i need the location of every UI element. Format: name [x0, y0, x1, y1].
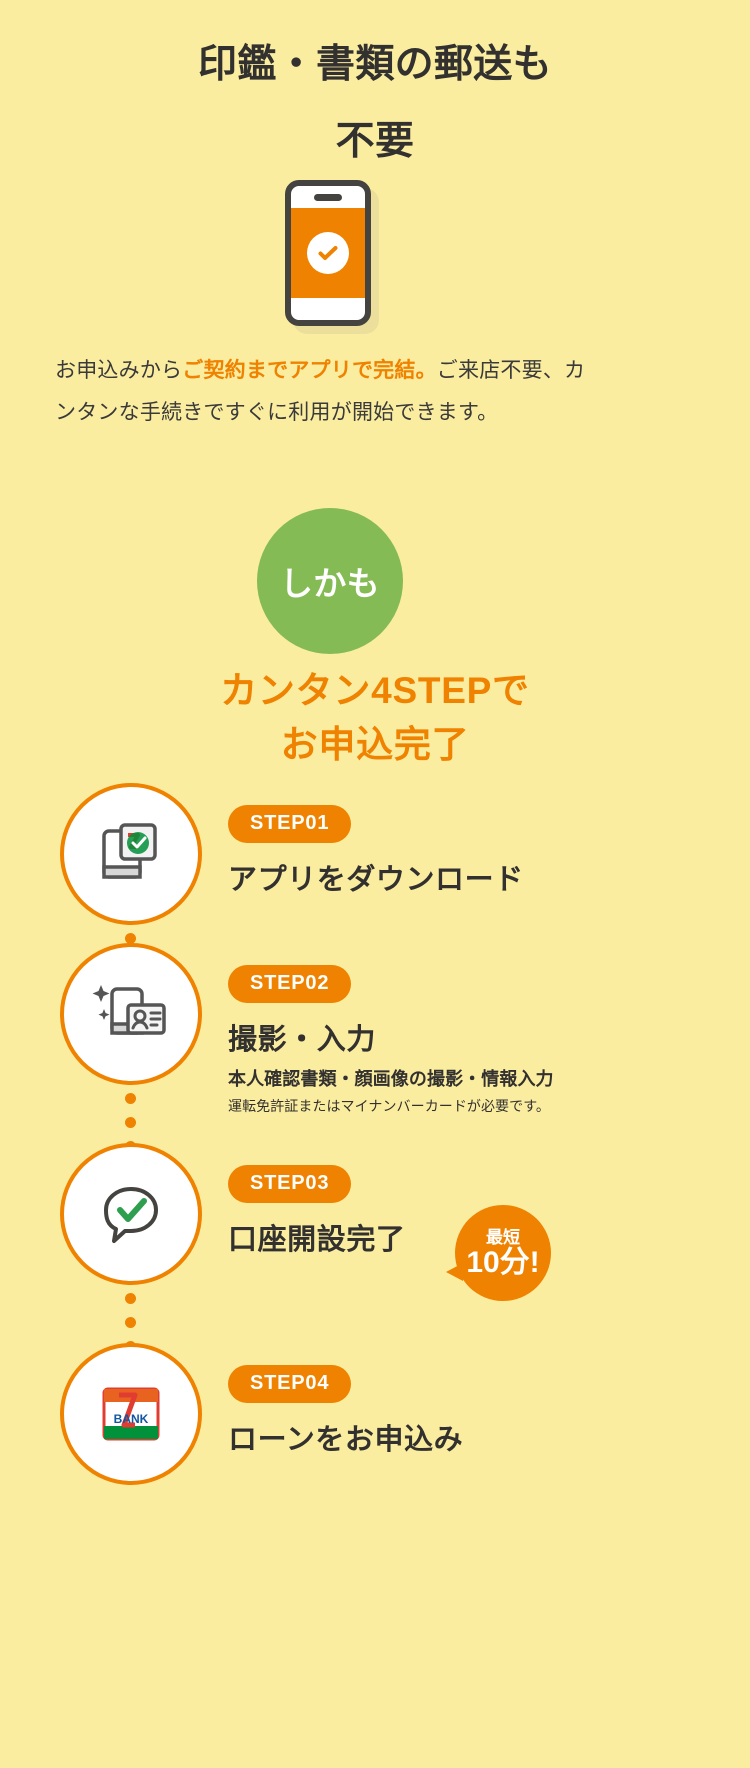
step-badge: STEP03 [228, 1165, 352, 1203]
svg-text:BANK: BANK [114, 1412, 149, 1426]
bubble-tail [446, 1263, 463, 1281]
lead-paragraph: お申込みからご契約までアプリで完結。ご来店不要、カンタンな手続きですぐに利用が開… [55, 350, 595, 434]
phone-speaker-icon [314, 194, 342, 201]
phone-body [285, 180, 371, 326]
step-title: 撮影・入力 [228, 1024, 376, 1056]
step-subtitle: 本人確認書類・顔画像の撮影・情報入力 [228, 1069, 554, 1089]
step-badge: STEP01 [228, 805, 352, 843]
step-badge: STEP04 [228, 1365, 352, 1403]
smartphone-check-icon [285, 180, 379, 334]
id-capture-icon [60, 943, 202, 1085]
connector-dot [125, 1317, 136, 1328]
step-item: STEP01 アプリをダウンロード [0, 783, 750, 992]
step-content: STEP04 ローンをお申込み [228, 1365, 728, 1458]
step-title: アプリをダウンロード [228, 864, 524, 896]
page-headline: 印鑑・書類の郵送も 不要 [0, 0, 750, 161]
app-download-icon [60, 783, 202, 925]
connector-dot [125, 933, 136, 944]
check-balloon-icon [60, 1143, 202, 1285]
lead-emphasis: ご契約までアプリで完結。 [182, 359, 437, 382]
step-content: STEP02 撮影・入力 本人確認書類・顔画像の撮影・情報入力 運転免許証または… [228, 965, 728, 1116]
section-heading-line-2: お申込完了 [280, 723, 470, 765]
step-content: STEP01 アプリをダウンロード [228, 805, 728, 898]
connector-dot [125, 1293, 136, 1304]
step-item: STEP03 口座開設完了 [0, 1143, 750, 1352]
step-item: BANK STEP04 ローンをお申込み [0, 1343, 750, 1503]
connector-dot [125, 1093, 136, 1104]
step-title: ローンをお申込み [228, 1424, 464, 1456]
step-note: 運転免許証またはマイナンバーカードが必要です。 [228, 1098, 550, 1114]
section-heading: カンタン4STEPで お申込完了 [0, 664, 750, 771]
shikamo-badge-label: しかも [280, 565, 380, 602]
connector-dot [125, 1117, 136, 1128]
headline-line-2: 不要 [335, 120, 415, 163]
steps-list: STEP01 アプリをダウンロード [0, 783, 750, 1503]
phone-screen [291, 208, 365, 298]
bubble-line-1: 最短 [486, 1227, 520, 1247]
step-title: 口座開設完了 [228, 1224, 406, 1256]
bubble-line-2: 10分! [466, 1245, 540, 1279]
section-heading-line-1: カンタン4STEPで [220, 670, 530, 711]
check-badge-icon [307, 232, 349, 274]
step-item: STEP02 撮影・入力 本人確認書類・顔画像の撮影・情報入力 運転免許証または… [0, 943, 750, 1152]
headline-line-1: 印鑑・書類の郵送も [198, 43, 552, 86]
lead-part-2: ご来店不要、カンタンな手続きですぐに利用が開始できます。 [55, 359, 586, 424]
shikamo-badge: しかも [257, 508, 403, 654]
step-badge: STEP02 [228, 965, 352, 1003]
step-content: STEP03 口座開設完了 [228, 1165, 728, 1258]
fastest-time-bubble: 最短 10分! [446, 1205, 551, 1301]
lead-part-1: お申込みから [55, 359, 183, 382]
seven-bank-logo-icon: BANK [60, 1343, 202, 1485]
